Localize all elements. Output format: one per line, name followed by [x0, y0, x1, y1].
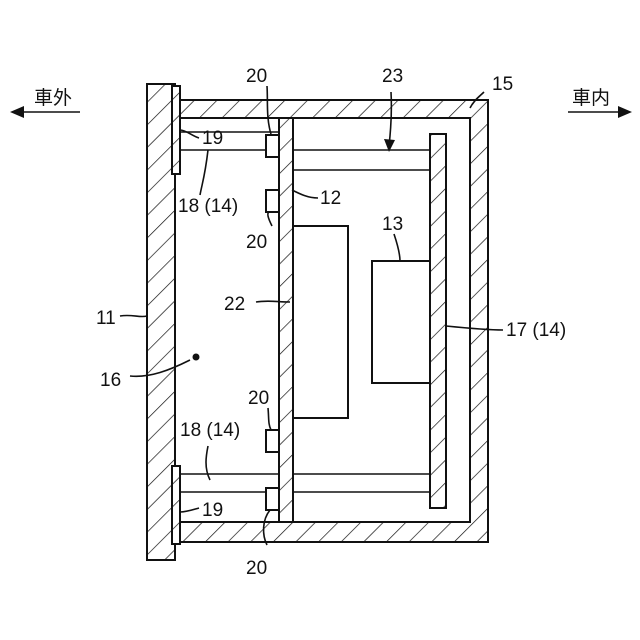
inside-label: 車内	[572, 87, 610, 109]
plate-12	[279, 118, 293, 522]
label-19-top: 19	[202, 128, 223, 149]
label-20-c: 20	[248, 388, 269, 409]
label-13: 13	[382, 214, 403, 235]
label-23: 23	[382, 66, 403, 87]
direction-inside: 車内	[568, 87, 632, 118]
arrow-left-icon	[10, 106, 24, 118]
board-17	[430, 134, 446, 508]
label-18-top: 18 (14)	[178, 196, 238, 217]
label-20-b: 20	[246, 232, 267, 253]
element-20-a	[266, 135, 279, 157]
direction-outside: 車外	[10, 87, 80, 118]
element-20-d	[266, 488, 279, 510]
label-22: 22	[224, 294, 245, 315]
label-20-a: 20	[246, 66, 267, 87]
seal-19-bottom	[172, 466, 180, 544]
element-20-b	[266, 190, 279, 212]
arrow-right-icon	[618, 106, 632, 118]
label-15: 15	[492, 74, 513, 95]
label-17: 17 (14)	[506, 320, 566, 341]
label-19-bottom: 19	[202, 500, 223, 521]
label-20-d: 20	[246, 558, 267, 579]
block-13	[372, 261, 430, 383]
label-18-bottom: 18 (14)	[180, 420, 240, 441]
element-20-c	[266, 430, 279, 452]
label-11: 11	[96, 308, 116, 329]
block-22	[293, 226, 348, 418]
seal-19-top	[172, 86, 180, 174]
space-16-dot	[193, 354, 200, 361]
label-12: 12	[320, 188, 341, 209]
label-16: 16	[100, 370, 121, 391]
rail-18-bottom	[180, 474, 430, 492]
outside-label: 車外	[34, 87, 72, 109]
panel-11	[147, 84, 175, 560]
